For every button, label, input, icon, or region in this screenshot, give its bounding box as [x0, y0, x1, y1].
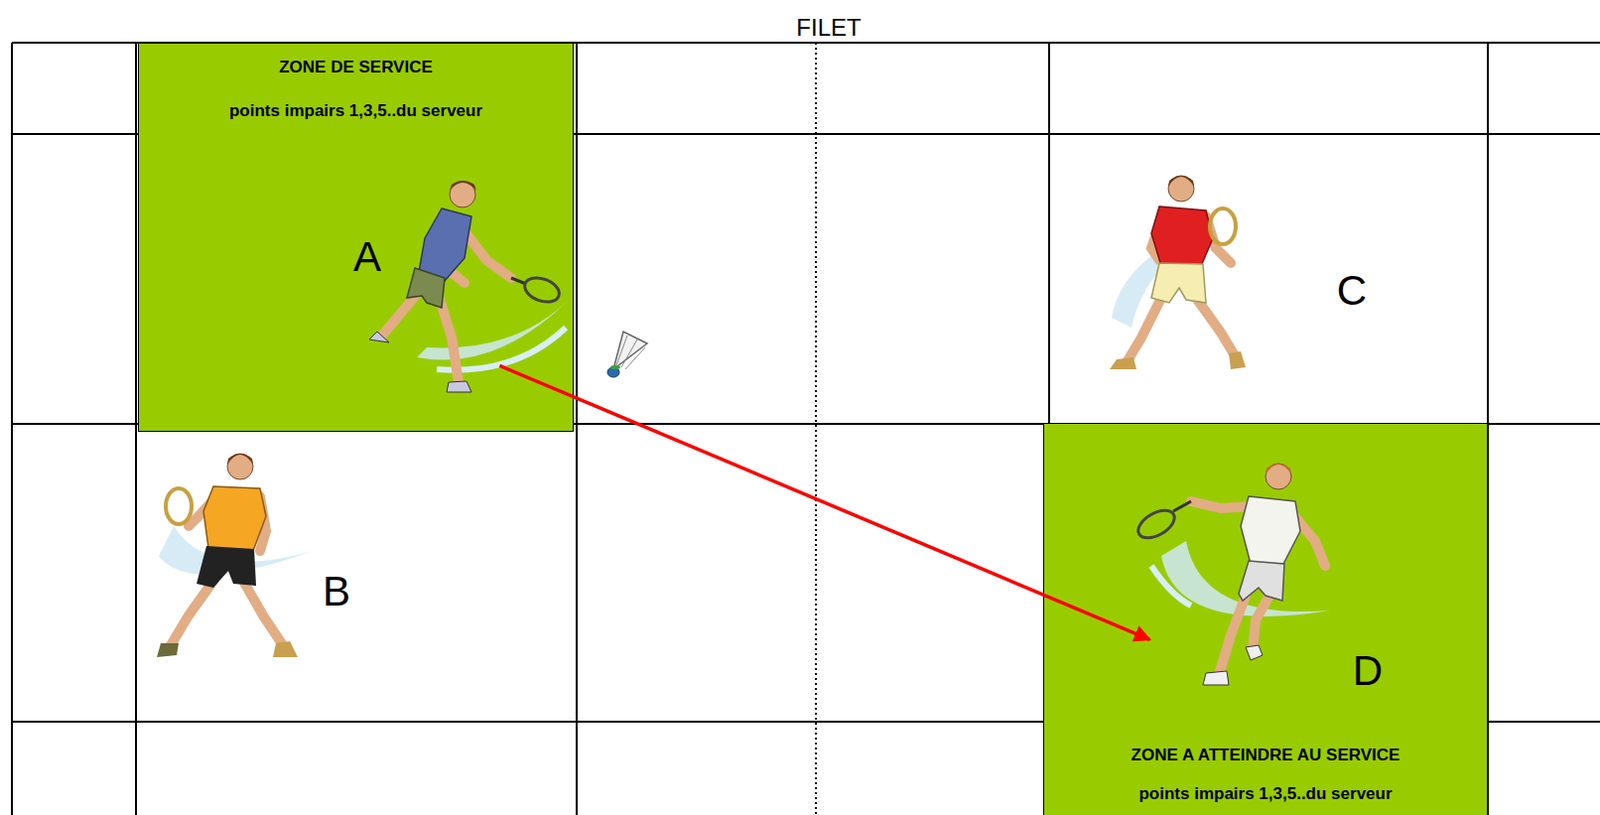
shuttle-feathers	[613, 331, 648, 370]
arm	[1191, 501, 1253, 509]
edge-layer	[499, 365, 1150, 640]
head	[1265, 463, 1292, 490]
shoe	[156, 643, 179, 658]
leg	[243, 580, 283, 646]
zone-note: points impairs 1,3,5..du serveur	[229, 101, 483, 122]
shoe	[1245, 645, 1263, 661]
zone-note: points impairs 1,3,5..du serveur	[1138, 784, 1392, 804]
hair	[1168, 175, 1195, 187]
service-zone: ZONE A ATTEINDRE AU SERVICE points impair…	[1043, 422, 1488, 815]
serve-arrow	[499, 365, 1150, 640]
leg	[170, 580, 214, 646]
racket-handle	[511, 277, 527, 284]
hair	[449, 180, 477, 191]
head	[1168, 175, 1195, 202]
swing-swirl	[1111, 223, 1211, 328]
shoe	[1228, 351, 1246, 370]
head	[449, 181, 476, 208]
net-label: FILET	[796, 15, 861, 40]
arm	[260, 496, 267, 551]
swing-swirl	[1161, 540, 1331, 617]
racket-handle	[1173, 501, 1192, 512]
court-line	[10, 42, 13, 815]
arm	[458, 223, 512, 278]
hair	[1265, 463, 1292, 475]
player-letter: D	[1352, 650, 1383, 692]
arm	[1290, 511, 1326, 566]
shirt	[203, 486, 267, 551]
zone-title: ZONE DE SERVICE	[278, 57, 433, 78]
leg	[1252, 593, 1271, 651]
shirt	[416, 208, 472, 290]
racket-head	[1209, 208, 1236, 245]
leg	[436, 289, 459, 383]
shoe	[446, 381, 472, 393]
shorts	[406, 267, 445, 308]
head	[227, 453, 254, 480]
player-d-figure	[1133, 463, 1331, 685]
swing-swirl	[158, 526, 313, 575]
shoe	[1202, 670, 1229, 685]
swing-swirl	[436, 327, 566, 371]
leg	[1218, 595, 1246, 675]
arm	[436, 226, 465, 283]
shorts	[1238, 560, 1285, 601]
zone-title: ZONE A ATTEINDRE AU SERVICE	[1131, 745, 1401, 766]
leg	[1126, 297, 1162, 363]
swing-swirl	[416, 297, 571, 361]
shoe	[369, 331, 390, 343]
racket-head	[521, 273, 562, 307]
court-line	[575, 42, 578, 815]
leg	[1196, 297, 1236, 358]
arm	[1205, 216, 1231, 264]
shuttle-cork	[607, 367, 620, 378]
shoe	[1109, 357, 1137, 370]
player-letter: C	[1336, 269, 1367, 312]
shorts	[1151, 263, 1206, 303]
shorts	[196, 545, 257, 588]
shuttle-feathers	[616, 335, 646, 370]
shirt	[1240, 496, 1301, 566]
player-letter: B	[322, 570, 351, 613]
shirt	[1151, 206, 1213, 267]
arm	[1151, 213, 1164, 261]
hair	[227, 453, 254, 465]
shoe	[272, 641, 298, 658]
racket-head	[1133, 504, 1180, 543]
racket-head	[165, 488, 192, 525]
swing-swirl	[1151, 565, 1192, 606]
net-line	[814, 42, 817, 815]
player-b-figure	[156, 453, 313, 658]
shuttle-band	[610, 365, 621, 370]
shuttlecock	[607, 331, 648, 378]
court-line	[134, 42, 137, 815]
player-letter: A	[353, 236, 382, 278]
arm	[188, 494, 219, 527]
player-a-figure	[369, 180, 571, 393]
leg	[382, 287, 422, 336]
player-c-figure	[1109, 175, 1246, 370]
